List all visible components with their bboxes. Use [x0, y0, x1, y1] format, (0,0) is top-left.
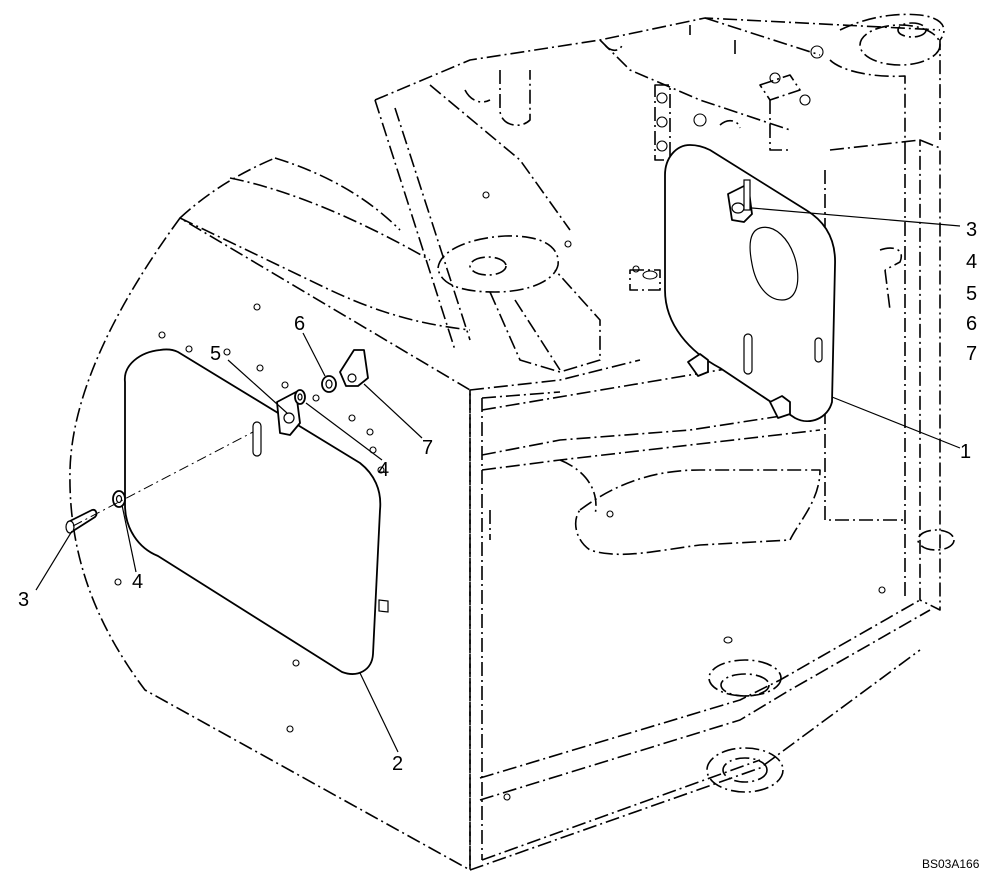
leader-lines — [35, 207, 961, 753]
callout-5-left: 5 — [210, 343, 221, 365]
callout-5-right: 5 — [966, 283, 977, 305]
callout-3-right: 3 — [966, 219, 977, 241]
chassis-frame — [69, 13, 955, 871]
callout-4-right: 4 — [966, 251, 977, 273]
right-access-panel — [664, 144, 836, 423]
callout-6-left: 6 — [294, 313, 305, 335]
callout-1: 1 — [960, 441, 971, 463]
callouts-right: 3 4 5 6 7 1 — [960, 219, 977, 463]
callout-7-right: 7 — [966, 343, 977, 365]
callout-3-left: 3 — [18, 589, 29, 611]
left-access-panel — [124, 348, 389, 675]
callout-4-left-upper: 4 — [378, 459, 389, 481]
callout-7-left: 7 — [422, 437, 433, 459]
callout-4-left-lower: 4 — [132, 571, 143, 593]
callout-2: 2 — [392, 753, 403, 775]
reference-code: BS03A166 — [922, 857, 980, 871]
left-hardware — [65, 349, 369, 534]
callout-6-right: 6 — [966, 313, 977, 335]
callouts-left: 3 4 5 6 4 7 2 — [18, 313, 433, 775]
